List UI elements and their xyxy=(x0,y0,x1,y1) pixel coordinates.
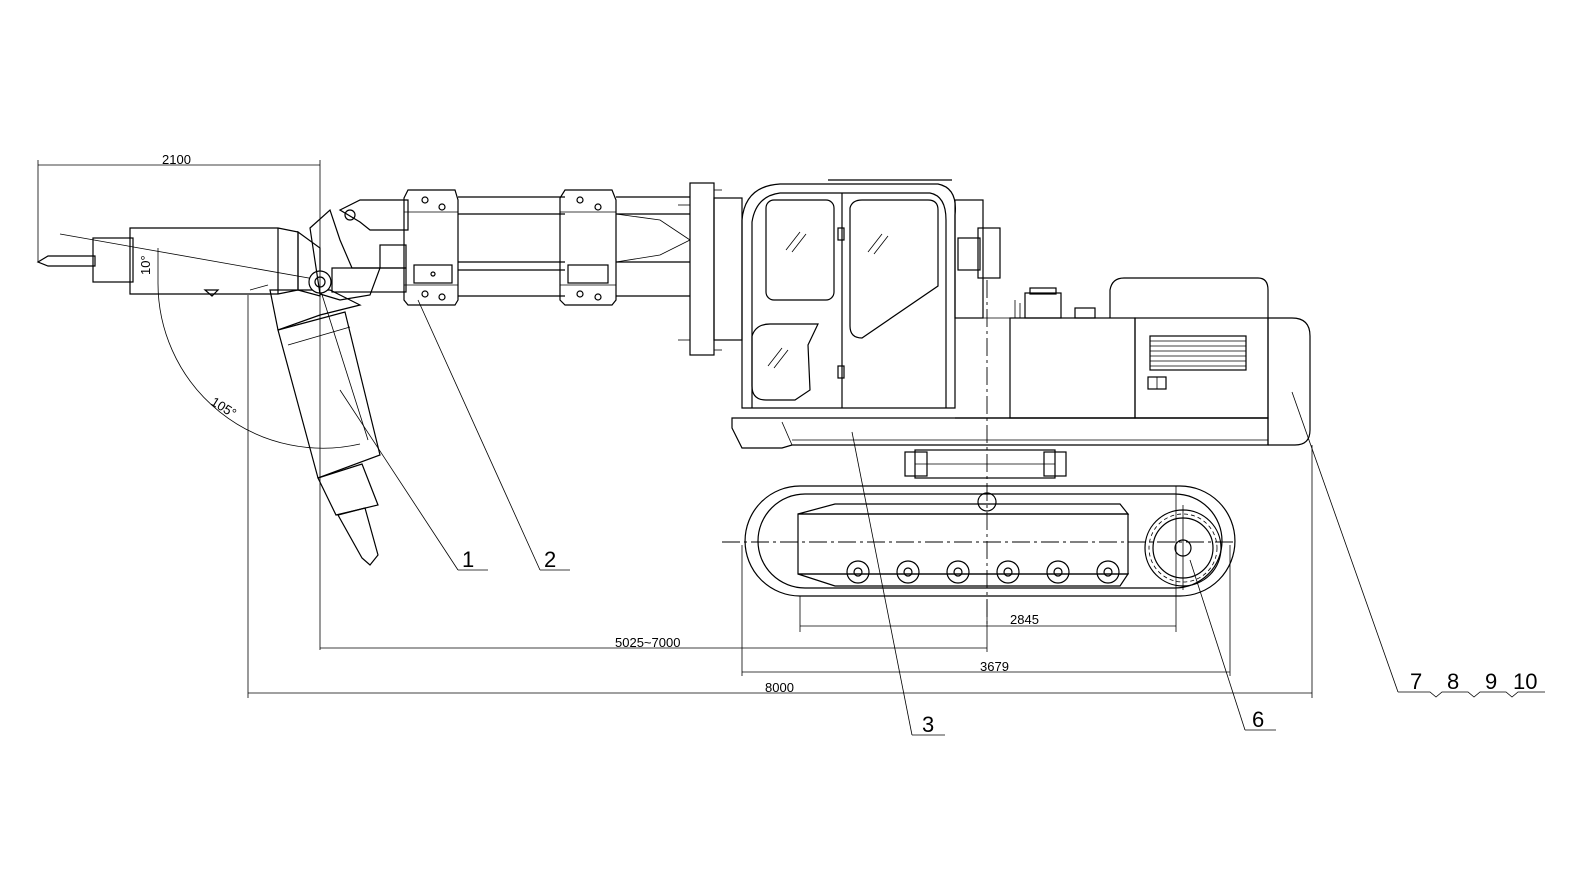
dim-8000: 8000 xyxy=(765,680,794,695)
callout-3: 3 xyxy=(922,712,934,737)
dim-2845: 2845 xyxy=(1010,612,1039,627)
dim-105-deg: 105° xyxy=(208,394,239,421)
dim-3679: 3679 xyxy=(980,659,1009,674)
callout-2: 2 xyxy=(544,547,556,572)
callout-9: 9 xyxy=(1485,669,1497,694)
deck-slew-ring xyxy=(731,417,1269,479)
upper-structure xyxy=(954,199,1311,446)
dimension-lines xyxy=(37,160,1313,698)
crawler-track xyxy=(722,485,1236,597)
angle-arc-105 xyxy=(157,281,361,449)
leader-lines xyxy=(339,299,1545,736)
callout-6: 6 xyxy=(1252,707,1264,732)
breaker-horizontal xyxy=(36,227,321,297)
dim-2100: 2100 xyxy=(162,152,191,167)
breaker-tilted xyxy=(249,281,381,566)
callout-8: 8 xyxy=(1447,669,1459,694)
cab xyxy=(741,179,956,409)
dim-10-deg: 10° xyxy=(138,255,153,275)
dim-5025-7000: 5025~7000 xyxy=(615,635,680,650)
callout-10: 10 xyxy=(1513,669,1537,694)
boom-arm xyxy=(308,182,743,356)
callout-7: 7 xyxy=(1410,669,1422,694)
callout-1: 1 xyxy=(462,547,474,572)
